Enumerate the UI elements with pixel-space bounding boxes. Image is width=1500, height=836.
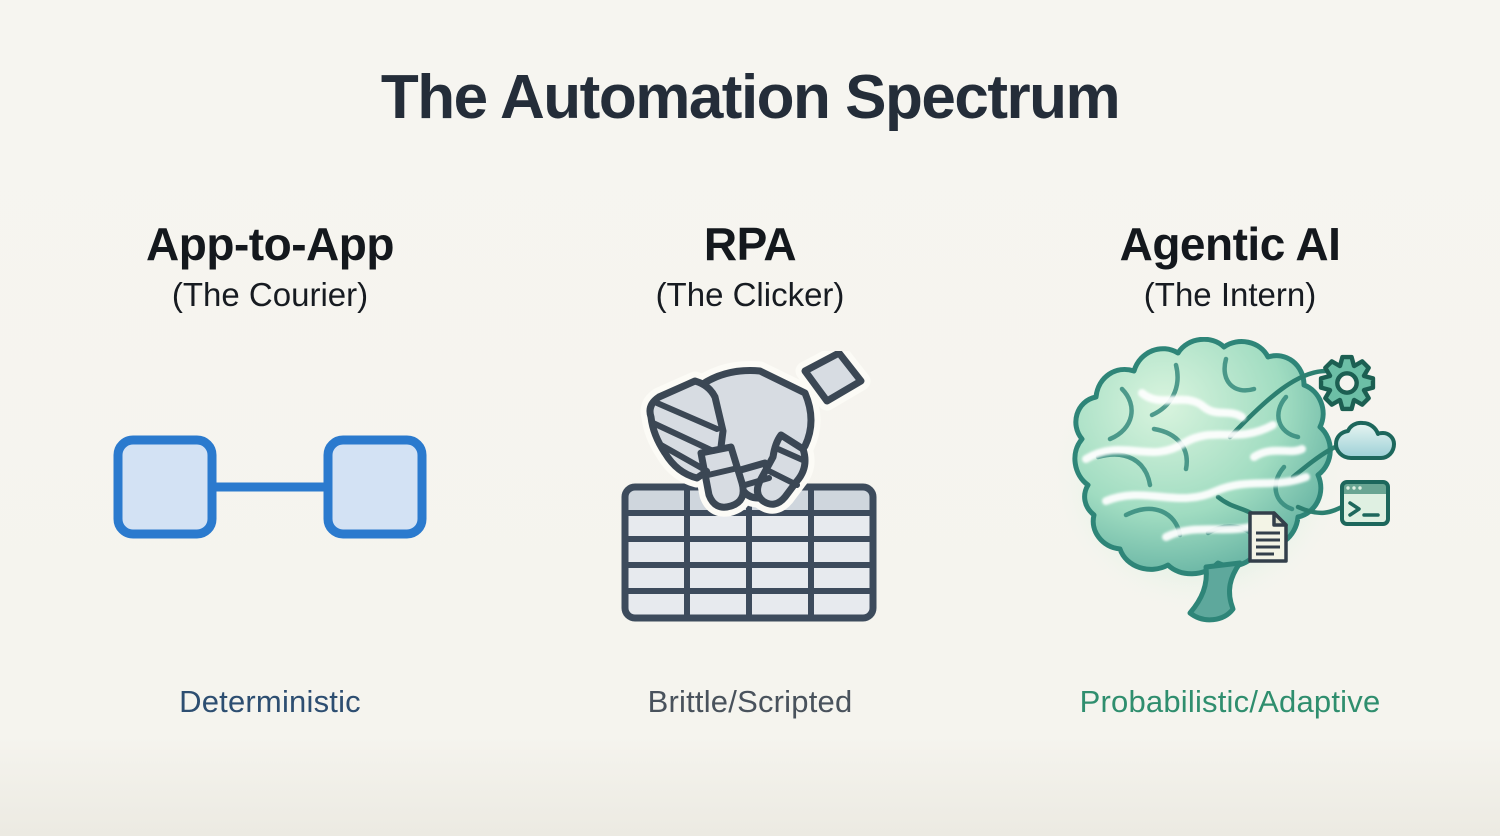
robot-hand <box>650 353 861 507</box>
spectrum-columns: App-to-App (The Courier) Deterministic R… <box>0 219 1500 720</box>
connector-curves <box>1215 368 1362 517</box>
app-box-left <box>113 435 217 539</box>
gear-icon <box>1318 354 1375 411</box>
page-title: The Automation Spectrum <box>380 63 1121 132</box>
terminal-icon <box>1339 479 1390 526</box>
app-to-app-heading: App-to-App <box>146 218 394 270</box>
agentic-ai-subtitle: (The Intern) <box>1143 275 1317 313</box>
agentic-ai-heading: Agentic AI <box>1119 218 1341 270</box>
cloud-icon <box>1333 420 1396 460</box>
brain-stem <box>1187 560 1242 622</box>
linked-apps-graphic <box>113 435 427 539</box>
rpa-subtitle: (The Clicker) <box>655 275 845 313</box>
app-box-right <box>323 435 427 539</box>
agentic-ai-tag: Probabilistic/Adaptive <box>1079 683 1381 719</box>
app-to-app-subtitle: (The Courier) <box>171 275 369 313</box>
robot-hand-table-icon <box>615 332 885 642</box>
linked-apps-icon <box>112 332 428 642</box>
column-app-to-app: App-to-App (The Courier) Deterministic <box>30 219 510 720</box>
document-icon <box>1247 510 1288 563</box>
rpa-tag: Brittle/Scripted <box>647 683 853 719</box>
glowing-brain-graphic <box>1057 336 1396 622</box>
column-rpa: RPA (The Clicker) <box>510 219 990 720</box>
robot-hand-table-graphic <box>621 351 877 622</box>
column-agentic-ai: Agentic AI (The Intern) <box>990 219 1470 720</box>
app-to-app-tag: Deterministic <box>179 683 361 719</box>
glowing-brain-icon <box>1057 332 1403 642</box>
rpa-heading: RPA <box>703 218 797 270</box>
data-table <box>621 483 877 622</box>
hand-joint-lines <box>650 399 808 488</box>
